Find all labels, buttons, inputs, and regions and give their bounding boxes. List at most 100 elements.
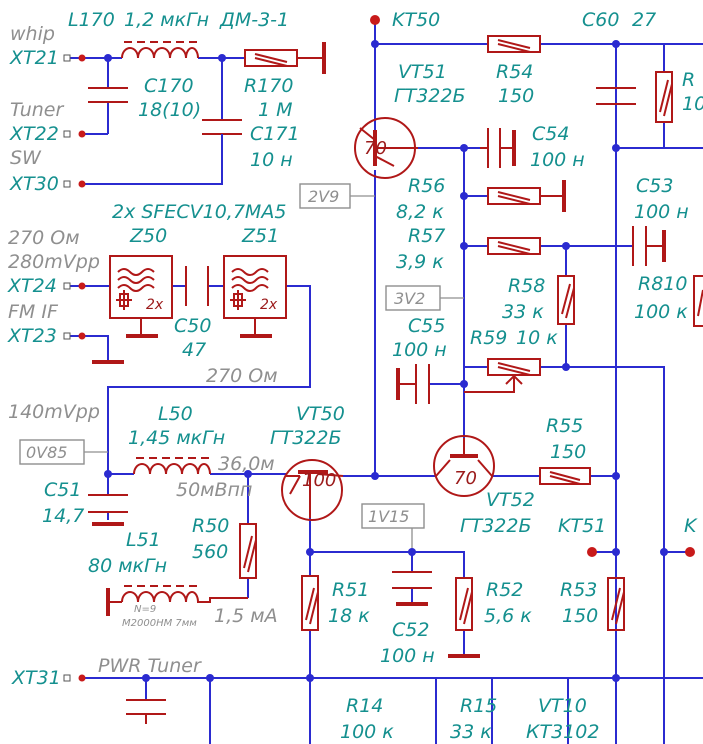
resistor-right-partial — [655, 71, 673, 123]
label-tuner: Tuner — [10, 99, 64, 121]
resistor-r50 — [239, 523, 257, 579]
label-vt10-type: КТ3102 — [526, 721, 599, 743]
label-z51: Z51 — [241, 225, 279, 247]
label-r59: R59 — [470, 327, 507, 349]
label-r50: R50 — [192, 515, 229, 537]
label-xt30: XT30 — [9, 173, 59, 195]
label-c53: C53 — [636, 175, 673, 197]
label-c55: C55 — [408, 315, 445, 337]
label-vt51: VT51 — [398, 61, 447, 83]
label-r55: R55 — [546, 415, 583, 437]
resistor-r58 — [557, 275, 575, 325]
label-r15: R15 — [460, 695, 497, 717]
potentiometer-r59 — [464, 358, 541, 393]
label-vt50-type: ГТ322Б — [270, 427, 342, 449]
label-kt50: KT50 — [392, 9, 440, 31]
label-dm: ДМ-3-1 — [219, 9, 289, 31]
label-280mvpp: 280mVpp — [8, 251, 100, 273]
label-c60-value: 27 — [632, 9, 656, 31]
label-270ohm: 270 Ом — [8, 227, 80, 249]
label-kt51: KT51 — [558, 515, 606, 537]
label-r51-value: 18 к — [328, 605, 370, 627]
test-point-2v9: 2V9 — [299, 183, 351, 209]
label-vt50: VT50 — [296, 403, 345, 425]
svg-text:100: 100 — [302, 470, 336, 491]
wires — [68, 20, 703, 744]
label-r55-value: 150 — [550, 441, 586, 463]
label-c171: C171 — [250, 123, 300, 145]
label-z50: Z50 — [129, 225, 167, 247]
label-r59-value: 10 к — [516, 327, 558, 349]
connectors — [63, 15, 695, 682]
label-r56: R56 — [408, 175, 445, 197]
label-140mvpp: 140mVpp — [8, 401, 100, 423]
resistor-r52 — [448, 577, 480, 658]
label-r810: R810 — [638, 273, 687, 295]
label-r50-value: 560 — [192, 541, 228, 563]
filter-z50: 2x — [109, 255, 173, 338]
label-c50-value: 47 — [182, 339, 206, 361]
label-c60: C60 — [582, 9, 619, 31]
label-c51-value: 14,7 — [42, 505, 84, 527]
label-c50: C50 — [174, 315, 211, 337]
label-core: M2000HM 7мм — [122, 618, 197, 629]
label-r57: R57 — [408, 225, 445, 247]
label-36ohm: 36,0м — [218, 453, 275, 475]
label-c170-value: 18(10) — [138, 99, 201, 121]
svg-text:1V15: 1V15 — [368, 507, 409, 526]
label-r14-value: 100 к — [340, 721, 394, 743]
transistor-vt51: 70 — [354, 117, 418, 179]
label-pwr-tuner: PWR Tuner — [98, 655, 202, 677]
label-vt52: VT52 — [486, 489, 535, 511]
label-c53-value: 100 н — [634, 201, 689, 223]
capacitor-c53 — [632, 226, 666, 266]
capacitor-c60 — [596, 87, 636, 105]
filter-z51: 2x — [223, 255, 287, 338]
label-c55-value: 100 н — [392, 339, 447, 361]
transistor-vt52: 70 — [433, 435, 495, 497]
label-filters: 2x SFECV10,7MA5 — [112, 201, 286, 223]
label-1-5ma: 1,5 мА — [214, 605, 278, 627]
label-50mvpp: 50мВпп — [176, 479, 252, 501]
resistor-r810-partial — [693, 275, 703, 327]
label-c52-value: 100 н — [380, 645, 435, 667]
resistor-r170 — [244, 42, 326, 74]
label-c52: C52 — [392, 619, 429, 641]
svg-text:3V2: 3V2 — [394, 289, 425, 308]
label-r52: R52 — [486, 579, 523, 601]
svg-text:70: 70 — [454, 468, 477, 489]
capacitor-pwr — [126, 699, 166, 724]
label-r51: R51 — [332, 579, 369, 601]
label-r170-value: 1 М — [258, 99, 293, 121]
capacitor-c51 — [88, 494, 128, 526]
resistor-r56 — [487, 180, 566, 212]
label-l170: L170 — [68, 9, 115, 31]
label-c54-value: 100 н — [530, 149, 585, 171]
capacitor-c171 — [202, 119, 242, 160]
label-r58-value: 33 к — [502, 301, 544, 323]
label-c54: C54 — [532, 123, 569, 145]
label-r54: R54 — [496, 61, 533, 83]
inductor-l51 — [106, 585, 248, 616]
inductor-l50 — [133, 457, 211, 475]
label-r57-value: 3,9 к — [396, 251, 444, 273]
label-c51: C51 — [44, 479, 81, 501]
junction-dots — [104, 40, 668, 682]
test-point-1v15: 1V15 — [361, 503, 425, 529]
label-r52-value: 5,6 к — [484, 605, 532, 627]
label-xt31: XT31 — [11, 667, 61, 689]
label-xt23: XT23 — [7, 325, 57, 347]
svg-text:2x: 2x — [260, 297, 278, 313]
label-whip: whip — [10, 23, 55, 45]
label-vt52-type: ГТ322Б — [460, 515, 532, 537]
capacitor-c50 — [185, 266, 209, 306]
label-c170: C170 — [144, 75, 194, 97]
label-l50: L50 — [158, 403, 193, 425]
svg-text:70: 70 — [364, 138, 387, 159]
test-point-3v2: 3V2 — [385, 285, 441, 311]
label-r53: R53 — [560, 579, 597, 601]
label-vt10: VT10 — [538, 695, 587, 717]
inductor-l170 — [121, 41, 199, 59]
label-r810-value: 100 к — [634, 301, 688, 323]
